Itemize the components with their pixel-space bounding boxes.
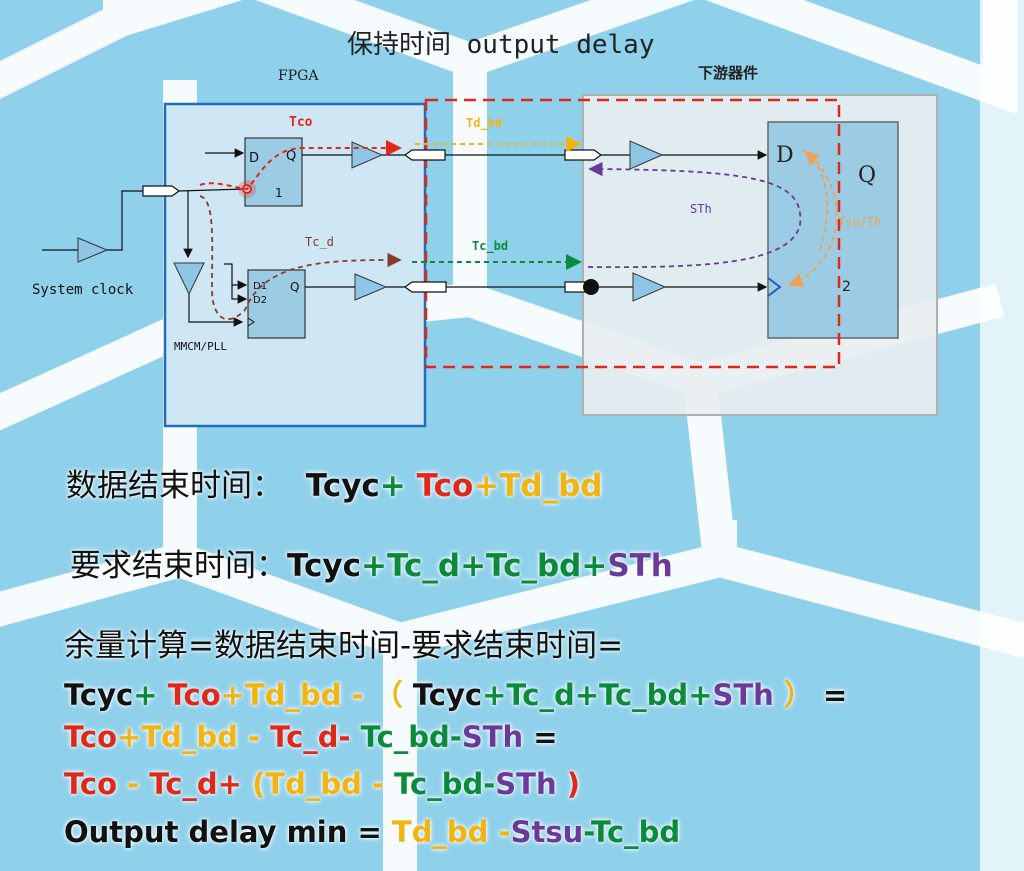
required-end-time-label: 要求结束时间： [70, 548, 287, 584]
line6-close-paren: ) [556, 767, 580, 801]
ds-d-label: D [776, 143, 794, 168]
ff1-d-label: D [249, 151, 259, 166]
clock-input-pad [142, 185, 181, 197]
mmcm-pll-buffer [173, 262, 205, 296]
ff1-clk-label: 1 [275, 186, 283, 200]
line6-sth: STh [495, 767, 557, 801]
line4-plus: + [133, 678, 168, 712]
line6-tc-bd: Tc_bd- [394, 767, 496, 801]
downstream-buffer-2 [632, 272, 667, 302]
ff1-q-label: Q [286, 149, 296, 164]
line1-tco: Tco [416, 468, 474, 504]
line1-td-bd: +Td_bd [473, 468, 603, 504]
line4-sth: STh [712, 678, 774, 712]
line2-tc-terms: +Tc_d+Tc_bd+ [361, 548, 608, 584]
tc-d-path [199, 195, 402, 321]
line1-tcyc: Tcyc [305, 468, 380, 504]
downstream-buffer-1 [629, 140, 664, 170]
line4-close-paren: ） [773, 678, 813, 712]
formula-line-1: 数据结束时间： Tcyc+ Tco+Td_bd [66, 460, 602, 505]
line2-tcyc: Tcyc [287, 548, 361, 584]
formula-line-5: Tco+Td_bd - Tc_d- Tc_bd-STh = [64, 720, 558, 754]
line5-tc-d: Tc_d- [270, 720, 361, 754]
mmcm-pll-label: MMCM/PLL [174, 340, 227, 353]
system-clock-buffer [77, 237, 109, 263]
line7-tc-bd: -Tc_bd [583, 815, 681, 849]
ff2-d2-label: D2 [253, 295, 267, 306]
downstream-label: 下游器件 [698, 64, 758, 82]
line4-tco: Tco [167, 678, 221, 712]
tc-bd-label: Tc_bd [472, 239, 508, 254]
line1-plus: + [379, 468, 417, 504]
line4-equals: = [812, 678, 848, 712]
formula-line-4: Tcyc+ Tco+Td_bd - （ Tcyc+Tc_d+Tc_bd+STh … [64, 672, 847, 714]
ds-q-label: Q [858, 163, 876, 188]
output-pad-1 [403, 149, 446, 161]
line7-stsu: Stsu [510, 815, 584, 849]
fpga-buffer-2 [354, 273, 388, 301]
line4-tcyc-2: Tcyc [412, 678, 483, 712]
line5-equals: = [523, 720, 558, 754]
system-clock-label: System clock [32, 282, 134, 298]
formula-line-3: 余量计算=数据结束时间-要求结束时间= [64, 620, 623, 665]
formula-line-6: Tco - Tc_d+ (Td_bd - Tc_bd-STh ) [64, 767, 580, 801]
fpga-label: FPGA [278, 68, 319, 84]
data-end-time-label: 数据结束时间： [66, 468, 283, 504]
output-delay-min-label: Output delay min = [64, 815, 392, 849]
line4-tcyc: Tcyc [64, 678, 134, 712]
line6-minus: - [117, 767, 150, 801]
tsu-th-label: Tsu/Th [838, 215, 881, 229]
line5-tc-bd: Tc_bd- [360, 720, 462, 754]
ff2-q-label: Q [290, 280, 299, 294]
ds-clock-edge [767, 277, 782, 297]
tco-label: Tco [289, 115, 313, 130]
line5-tco: Tco [64, 720, 118, 754]
line2-sth: STh [607, 548, 673, 584]
line5-sth: STh [461, 720, 524, 754]
line6-tc-d: Tc_d+ [149, 767, 253, 801]
downstream-flip-flop [767, 121, 899, 339]
fpga-flip-flop-2 [247, 269, 306, 339]
clock-input-node [583, 279, 599, 295]
downstream-input-pad-1 [564, 149, 603, 161]
tc-d-label: Tc_d [305, 235, 334, 249]
output-pad-2 [403, 281, 447, 293]
margin-calc-label: 余量计算=数据结束时间-要求结束时间= [64, 628, 624, 664]
line4-tc-terms: +Tc_d+Tc_bd+ [482, 678, 713, 712]
tco-path [199, 140, 402, 191]
output-delay-region [424, 98, 841, 369]
ds-clk-label: 2 [842, 279, 851, 295]
line6-tco: Tco [64, 767, 118, 801]
line7-td-bd: Td_bd [391, 815, 489, 849]
sth-path [587, 161, 802, 269]
line7-minus: - [488, 815, 511, 849]
formula-line-2: 要求结束时间：Tcyc+Tc_d+Tc_bd+STh [70, 540, 673, 585]
td-bd-label: Td_bd [466, 116, 502, 131]
line6-td-bd: (Td_bd - [252, 767, 395, 801]
formula-line-7: Output delay min = Td_bd -Stsu-Tc_bd [64, 815, 680, 849]
line5-td-bd: +Td_bd - [117, 720, 271, 754]
sth-label: STh [690, 202, 712, 216]
page-title: 保持时间 output delay [347, 30, 655, 60]
line4-td-bd: +Td_bd - （ [220, 678, 413, 712]
